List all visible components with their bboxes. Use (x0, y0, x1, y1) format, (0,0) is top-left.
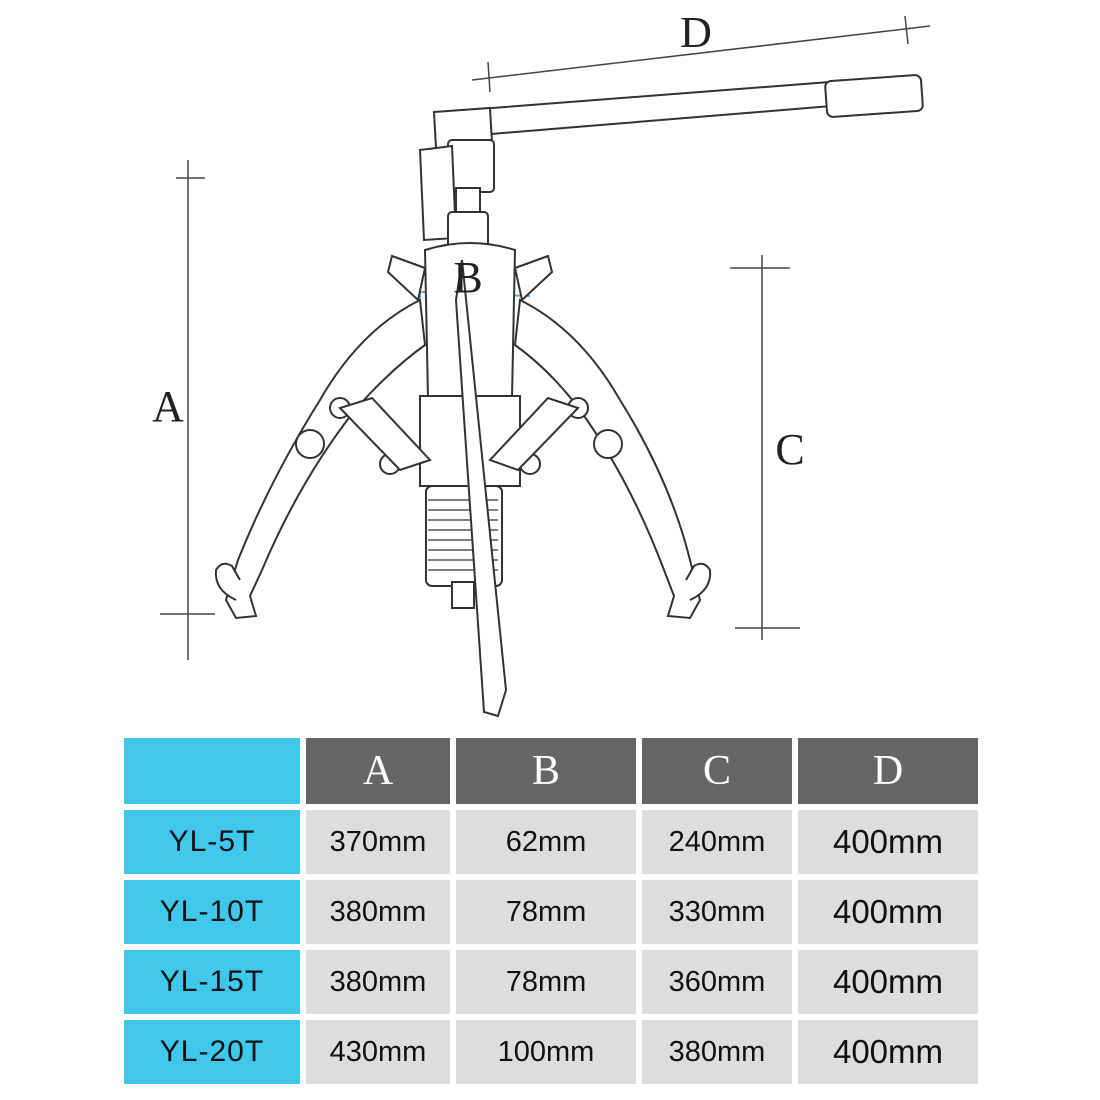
dimension-label-c: C (775, 425, 805, 474)
dimension-label-b: B (453, 253, 483, 302)
value-a-cell: 380mm (300, 874, 450, 944)
header-corner (124, 738, 300, 804)
header-d: D (792, 738, 978, 804)
pump-handle (438, 80, 834, 140)
value-b-cell: 100mm (450, 1014, 636, 1084)
value-d-cell: 400mm (792, 944, 978, 1014)
model-cell: YL-20T (124, 1014, 300, 1084)
hydraulic-puller-diagram: A B C D (152, 8, 931, 718)
model-cell: YL-15T (124, 944, 300, 1014)
value-c-cell: 380mm (636, 1014, 792, 1084)
specification-table: A B C D YL-5T 370mm 62mm 240mm 400mm YL-… (124, 738, 978, 1084)
hydraulic-cylinder (423, 242, 517, 399)
model-cell: YL-10T (124, 874, 300, 944)
table-row: YL-5T 370mm 62mm 240mm 400mm (124, 804, 978, 874)
table-row: YL-10T 380mm 78mm 330mm 400mm (124, 874, 978, 944)
value-a-cell: 370mm (300, 804, 450, 874)
forcing-screw (454, 259, 508, 718)
header-b: B (450, 738, 636, 804)
table-header-row: A B C D (124, 738, 978, 804)
table-row: YL-20T 430mm 100mm 380mm 400mm (124, 1014, 978, 1084)
dimension-line-d (471, 25, 931, 81)
value-d-cell: 400mm (792, 874, 978, 944)
value-b-cell: 78mm (450, 874, 636, 944)
value-b-cell: 62mm (450, 804, 636, 874)
header-c: C (636, 738, 792, 804)
table-row: YL-15T 380mm 78mm 360mm 400mm (124, 944, 978, 1014)
right-jaw (513, 298, 702, 620)
value-c-cell: 240mm (636, 804, 792, 874)
puller-illustration (160, 15, 931, 718)
value-a-cell: 430mm (300, 1014, 450, 1084)
value-a-cell: 380mm (300, 944, 450, 1014)
value-b-cell: 78mm (450, 944, 636, 1014)
value-c-cell: 330mm (636, 874, 792, 944)
dimension-label-a: A (152, 382, 184, 431)
header-a: A (300, 738, 450, 804)
dimension-label-d: D (680, 8, 712, 57)
value-d-cell: 400mm (792, 1014, 978, 1084)
value-d-cell: 400mm (792, 804, 978, 874)
model-cell: YL-5T (124, 804, 300, 874)
value-c-cell: 360mm (636, 944, 792, 1014)
handle-grip (824, 74, 924, 118)
